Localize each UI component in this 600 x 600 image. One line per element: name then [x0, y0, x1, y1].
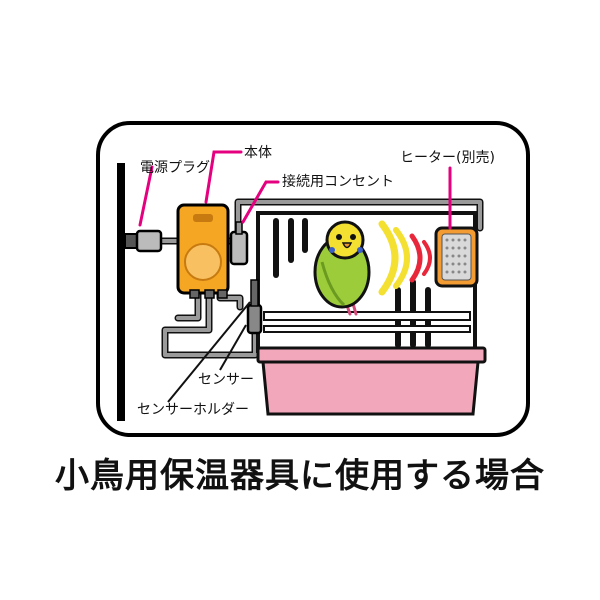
main-unit — [176, 203, 230, 299]
label-sensor-holder: センサーホルダー — [137, 402, 249, 418]
heat-waves — [378, 220, 432, 296]
label-power-plug: 電源プラグ — [140, 160, 210, 176]
wall-bar — [117, 163, 125, 421]
heater — [434, 226, 479, 288]
label-heater: ヒーター(別売) — [400, 150, 495, 166]
cage — [256, 211, 487, 416]
callout-lines-sensor — [167, 301, 251, 403]
label-sensor: センサー — [198, 372, 254, 388]
label-connection-outlet: 接続用コンセント — [282, 173, 394, 190]
power-plug — [124, 229, 163, 253]
sensor — [246, 279, 263, 335]
label-main-unit: 本体 — [244, 145, 272, 161]
callout-lines — [138, 150, 452, 230]
budgie-bird — [313, 220, 371, 316]
connection-outlet — [229, 221, 249, 266]
caption: 小鳥用保温器具に使用する場合 — [55, 456, 545, 496]
